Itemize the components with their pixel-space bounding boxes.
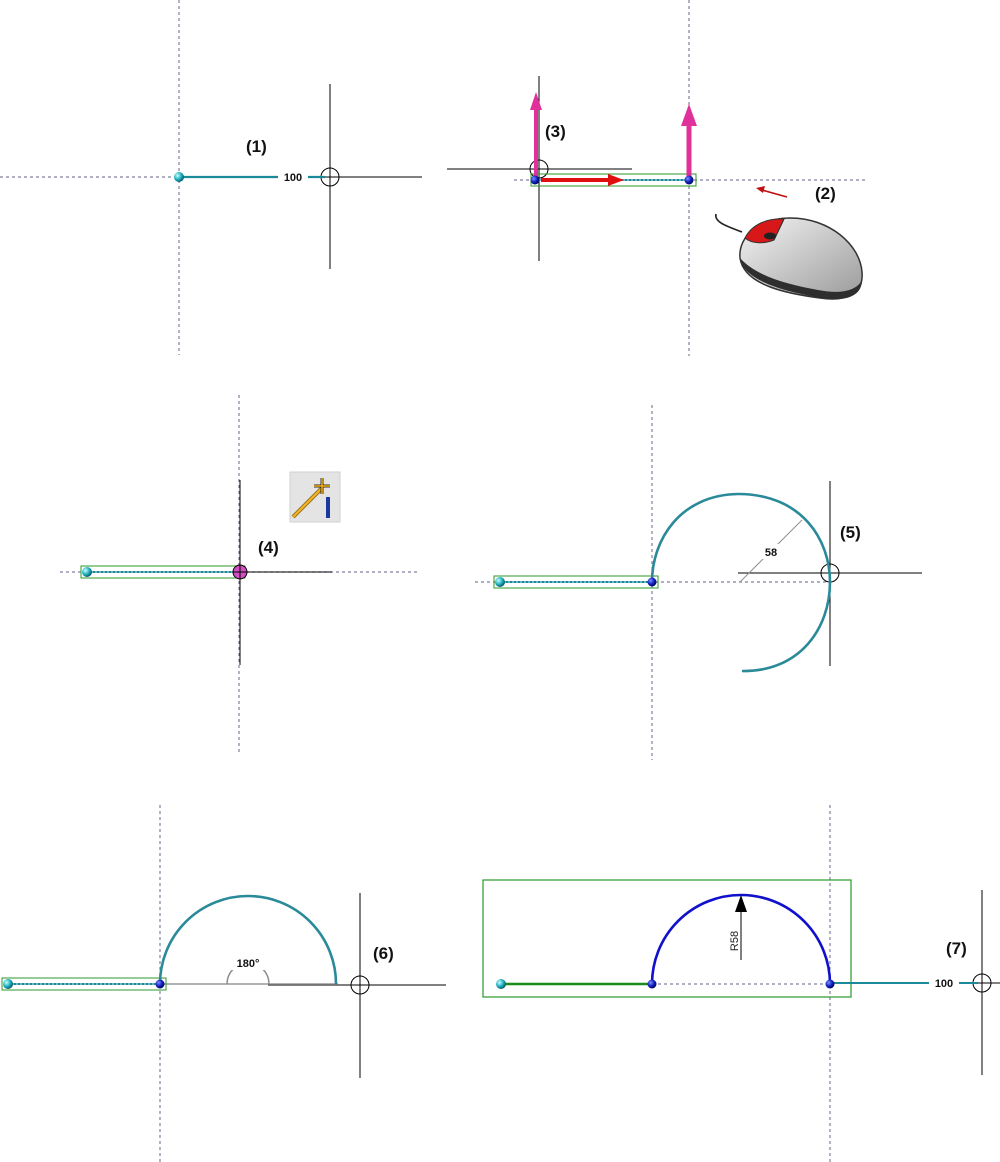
start-point-marker [174, 172, 184, 182]
panel-step-6: 180° (6) [1, 805, 446, 1162]
step-label-5: (5) [840, 523, 861, 542]
start-point-marker [530, 175, 540, 185]
radius-dimension-arrow [735, 895, 747, 912]
start-point-marker [496, 979, 506, 989]
dimension-box [230, 955, 266, 970]
arc-start-marker [155, 979, 165, 989]
radius-dimension: R58 [729, 931, 741, 951]
end-point-marker [684, 175, 694, 185]
step-label-7: (7) [946, 939, 967, 958]
vertical-axis-arrow-right-head [681, 104, 697, 126]
horizontal-axis-arrow-head [608, 174, 624, 186]
line-arc-tool-icon [289, 471, 341, 523]
mouse-motion-arrow-head [756, 186, 765, 193]
dimension-box [929, 976, 959, 990]
step-label-4: (4) [258, 538, 279, 557]
selection-box [1, 977, 167, 991]
start-point-marker [3, 979, 13, 989]
vertical-axis-arrow-left-head [530, 92, 542, 110]
panel-step-4: (4) [60, 395, 418, 752]
arc-preview [158, 894, 338, 985]
step-label-3: (3) [545, 122, 566, 141]
mouse-left-click-icon [715, 213, 863, 300]
mouse-motion-arrow-shaft [761, 189, 788, 198]
arc-start-marker [647, 577, 657, 587]
step-label-6: (6) [373, 944, 394, 963]
panel-step-2-3: (3) (2) [447, 0, 868, 356]
length-dimension: 100 [935, 978, 953, 990]
selection-box [493, 575, 659, 589]
radius-dimension: 58 [765, 547, 777, 559]
selection-box [482, 879, 852, 998]
start-point-marker [82, 567, 92, 577]
dimension-box [758, 544, 784, 559]
dimension-box [278, 170, 308, 184]
step-label-1: (1) [246, 137, 267, 156]
arc-preview [650, 492, 832, 673]
arc-end-marker [825, 979, 835, 989]
angle-dimension: 180° [237, 958, 260, 970]
panel-step-5: 58 (5) [475, 405, 922, 760]
start-point-marker [495, 577, 505, 587]
panel-step-7: 100 R58 (7) [482, 805, 1000, 1162]
length-dimension: 100 [284, 172, 302, 184]
crosshair-circle [350, 975, 370, 995]
step-label-2: (2) [815, 184, 836, 203]
arc-start-marker [647, 979, 657, 989]
panel-step-1: 100 (1) [0, 0, 422, 355]
